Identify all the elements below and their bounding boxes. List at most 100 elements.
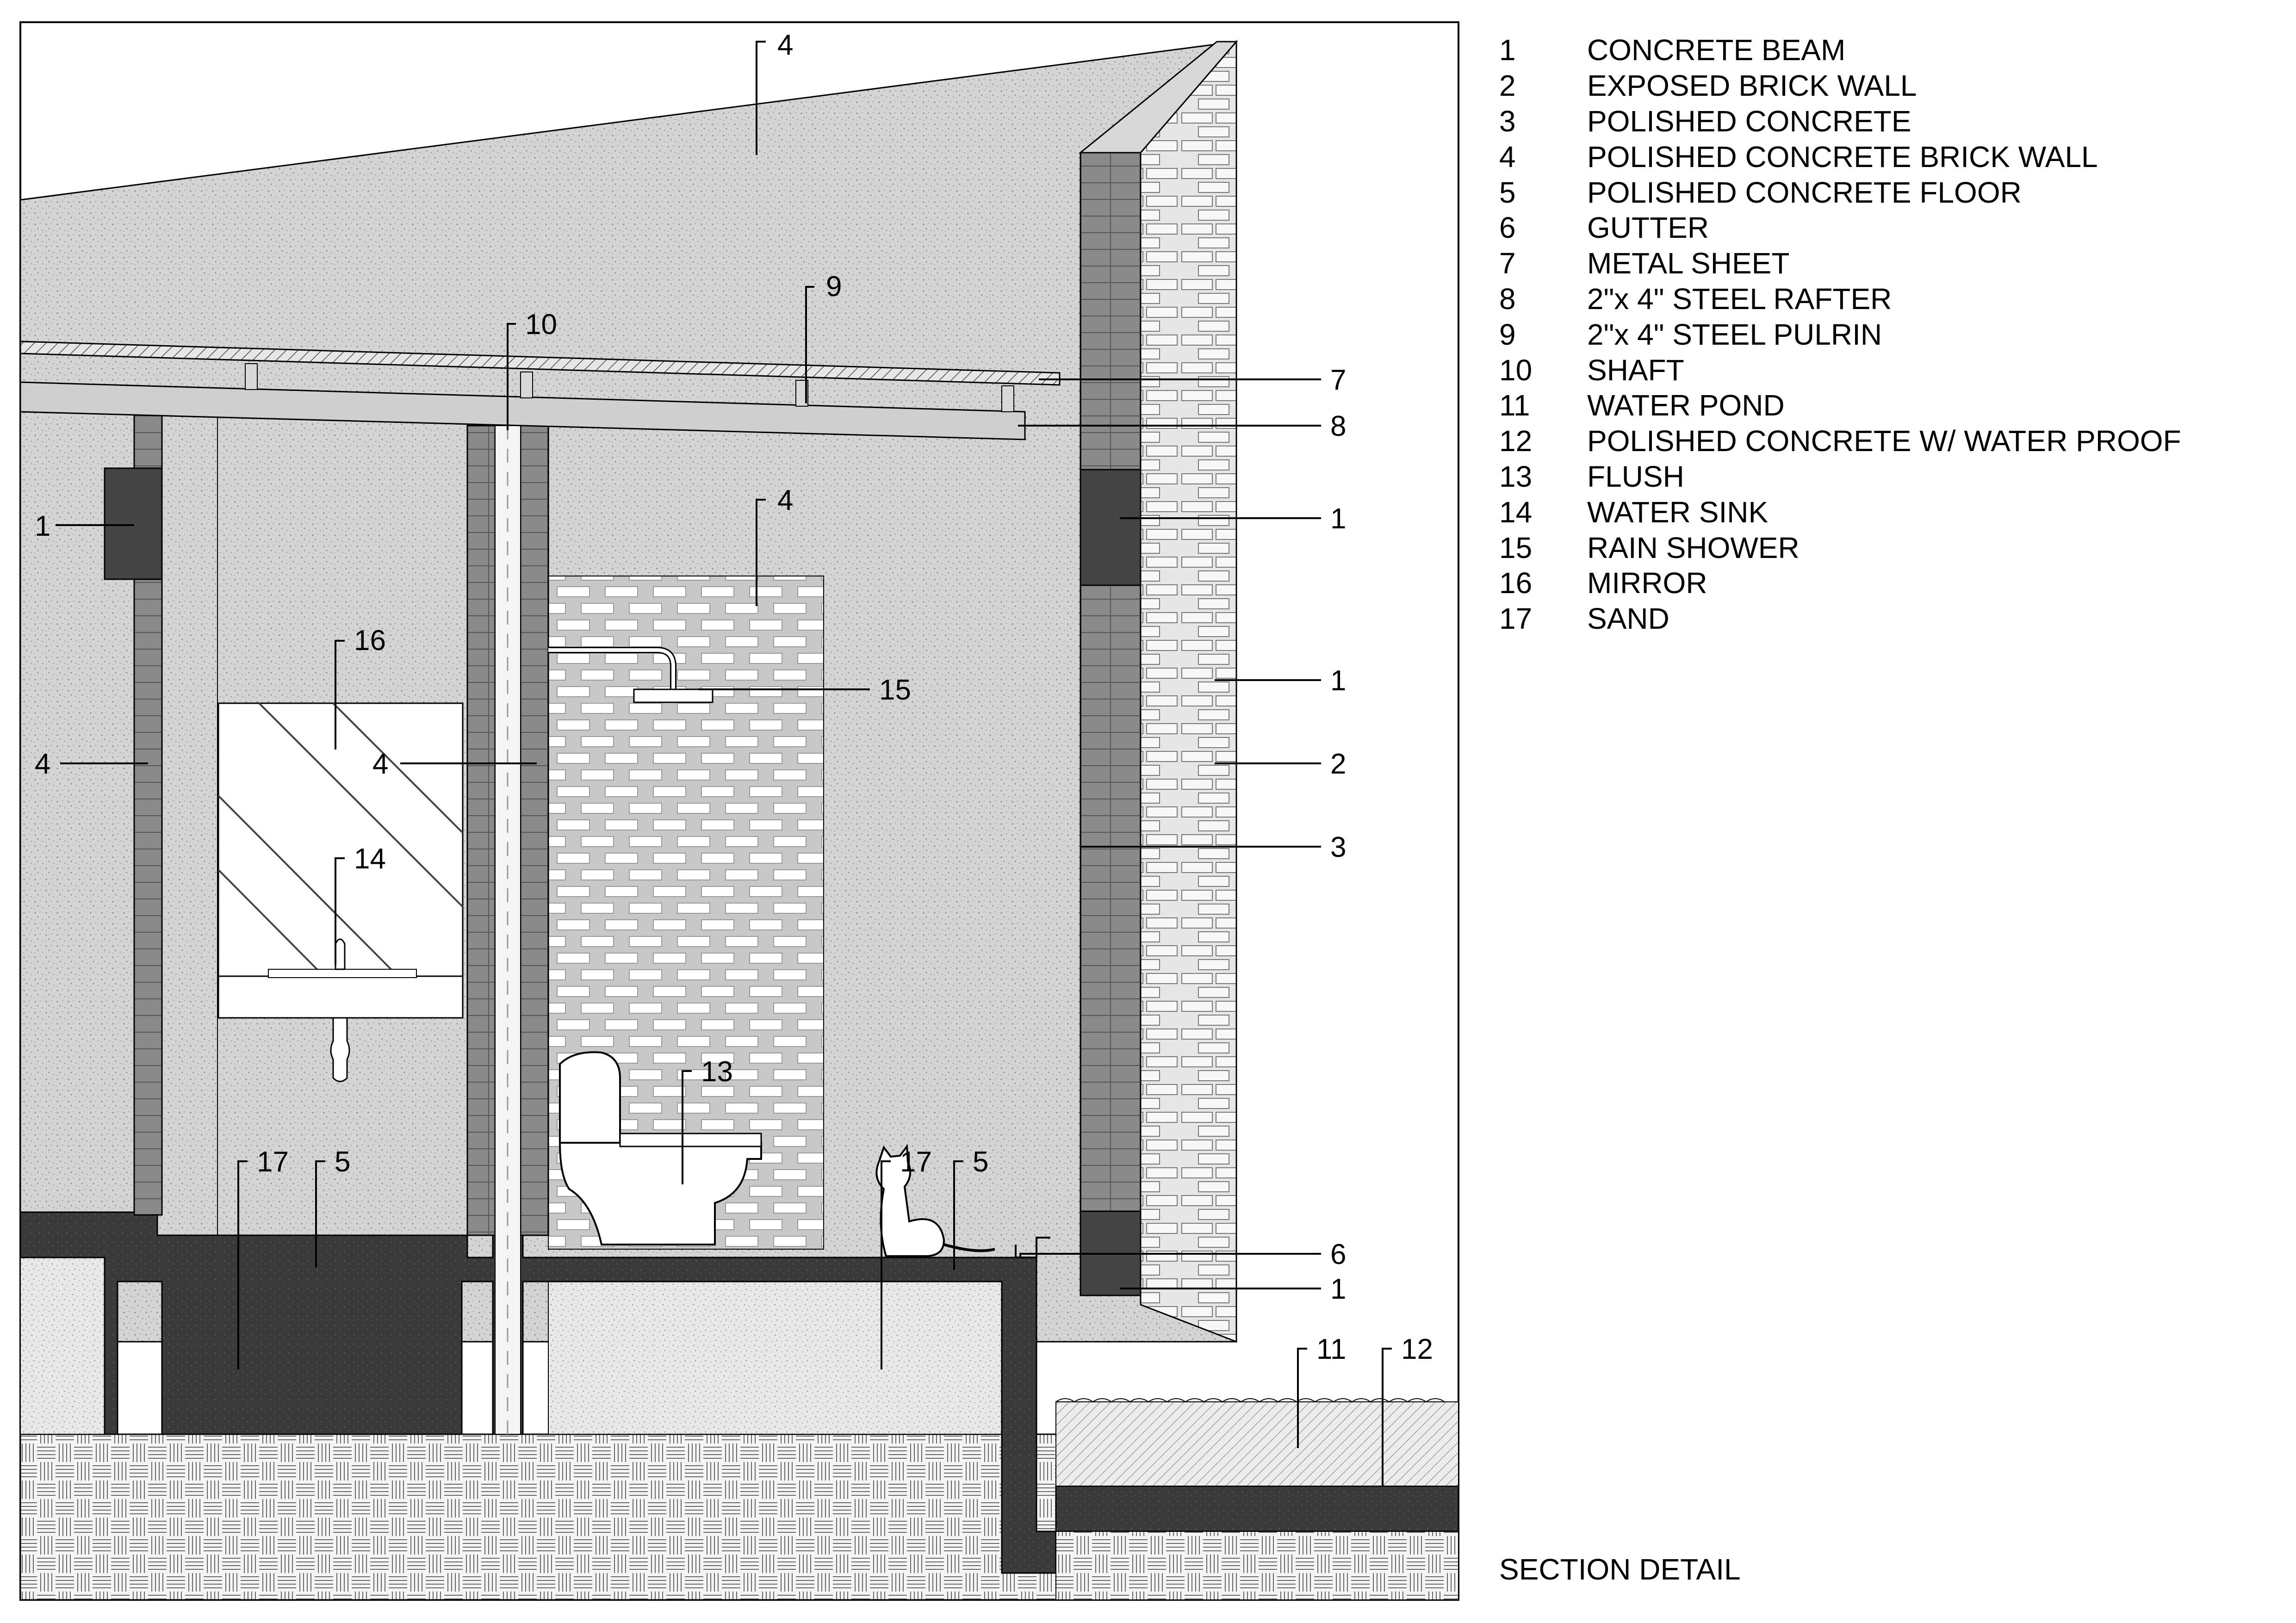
legend-number: 13 [1499,459,1533,493]
legend-number: 7 [1499,247,1516,280]
legend-row: 5 POLISHED CONCRETE FLOOR [1499,174,2286,210]
exterior-brick-cap [1078,41,1238,154]
legend-number: 9 [1499,317,1516,351]
toilet-seat [619,1133,762,1147]
callout-16: 16 [354,625,386,657]
sink-trap [330,1017,350,1082]
legend-label: 2"x 4" STEEL RAFTER [1587,282,1892,316]
steel-purlin-1 [245,363,258,390]
mirror [217,702,464,977]
left-concrete-beam [104,467,163,580]
legend-number: 16 [1499,566,1533,600]
legend-row: 1 CONCRETE BEAM [1499,32,2286,68]
metal-sheet-roof [19,341,1061,386]
callout-17-left: 17 [257,1146,289,1178]
cat-figure [875,1144,995,1257]
sand-fill-right [548,1281,1003,1435]
legend-number: 10 [1499,353,1533,387]
water-surface [1055,1398,1445,1403]
callout-1-right-beam: 1 [1330,503,1346,535]
legend-row: 11 WATER POND [1499,388,2286,423]
legend-number: 1 [1499,33,1516,67]
pond-base-slab [1055,1485,1459,1532]
callout-7: 7 [1330,364,1346,396]
sand-fill-left [20,1257,118,1435]
steel-rafter [19,381,1026,440]
right-concrete-wall [1080,152,1142,1296]
callout-4-shaft: 4 [372,748,388,780]
water-pond [1055,1401,1459,1487]
center-column-left [466,425,496,1236]
callout-3: 3 [1330,831,1346,863]
legend-number: 4 [1499,140,1516,173]
faucet [335,938,346,970]
toilet-bowl [558,1142,762,1245]
legend-label: POLISHED CONCRETE FLOOR [1587,175,2022,209]
callout-14: 14 [354,843,386,875]
legend-row: 12 POLISHED CONCRETE W/ WATER PROOF [1499,423,2286,459]
legend-label: CONCRETE BEAM [1587,33,1846,67]
legend-label: WATER POND [1587,389,1785,422]
right-concrete-beam-top [1080,469,1142,586]
steel-purlin-2 [520,372,533,398]
legend-label: SAND [1587,602,1669,636]
legend-row: 10 SHAFT [1499,352,2286,388]
legend-label: POLISHED CONCRETE W/ WATER PROOF [1587,424,2181,458]
legend-label: METAL SHEET [1587,247,1790,280]
legend-row: 9 2"x 4" STEEL PULRIN [1499,316,2286,352]
legend-number: 11 [1499,389,1530,422]
leader-lines [56,41,1392,1486]
legend-label: RAIN SHOWER [1587,531,1800,564]
callout-1-exterior: 1 [1330,665,1346,697]
steel-purlin-4 [1001,385,1014,412]
floor-slab [19,1211,1057,1574]
legend-number: 12 [1499,424,1533,458]
callout-10: 10 [525,309,557,341]
legend-row: 6 GUTTER [1499,210,2286,246]
legend-number: 15 [1499,531,1533,564]
callout-17-right: 17 [900,1146,932,1178]
callout-8: 8 [1330,410,1346,442]
callout-4-left: 4 [35,748,50,780]
legend-label: 2"x 4" STEEL PULRIN [1587,317,1882,351]
callout-4-top: 4 [777,29,793,61]
callout-11: 11 [1316,1333,1346,1365]
mirror-reflection-lines [217,702,464,977]
legend-row: 15 RAIN SHOWER [1499,530,2286,565]
pond-lower-sand [1055,1531,1459,1600]
callout-9: 9 [826,271,842,303]
legend-label: EXPOSED BRICK WALL [1587,69,1917,103]
callout-5-left: 5 [335,1146,350,1178]
callout-2: 2 [1330,748,1346,780]
callout-4-mid: 4 [777,484,793,516]
legend-number: 5 [1499,175,1516,209]
callout-15: 15 [879,674,911,706]
exterior-brick-wall [1140,39,1237,1343]
legend-number: 6 [1499,211,1516,245]
legend-label: SHAFT [1587,353,1684,387]
legend-row: 16 MIRROR [1499,565,2286,601]
center-column-right [520,425,549,1236]
legend-label: GUTTER [1587,211,1709,245]
rain-shower-pipe-inner [548,648,675,689]
gutter [1015,1237,1050,1258]
legend-label: MIRROR [1587,566,1707,600]
legend-row: 7 METAL SHEET [1499,246,2286,281]
callout-13: 13 [701,1056,733,1088]
callout-5-right: 5 [973,1146,988,1178]
callout-6: 6 [1330,1239,1346,1270]
legend-label: WATER SINK [1587,495,1769,529]
rain-shower-head [633,688,714,703]
toilet-tank [559,1051,621,1144]
sink-basin [268,969,417,978]
legend-label: POLISHED CONCRETE [1587,104,1911,138]
legend-row: 2 EXPOSED BRICK WALL [1499,68,2286,104]
legend-number: 17 [1499,602,1533,636]
legend-number: 2 [1499,69,1516,103]
